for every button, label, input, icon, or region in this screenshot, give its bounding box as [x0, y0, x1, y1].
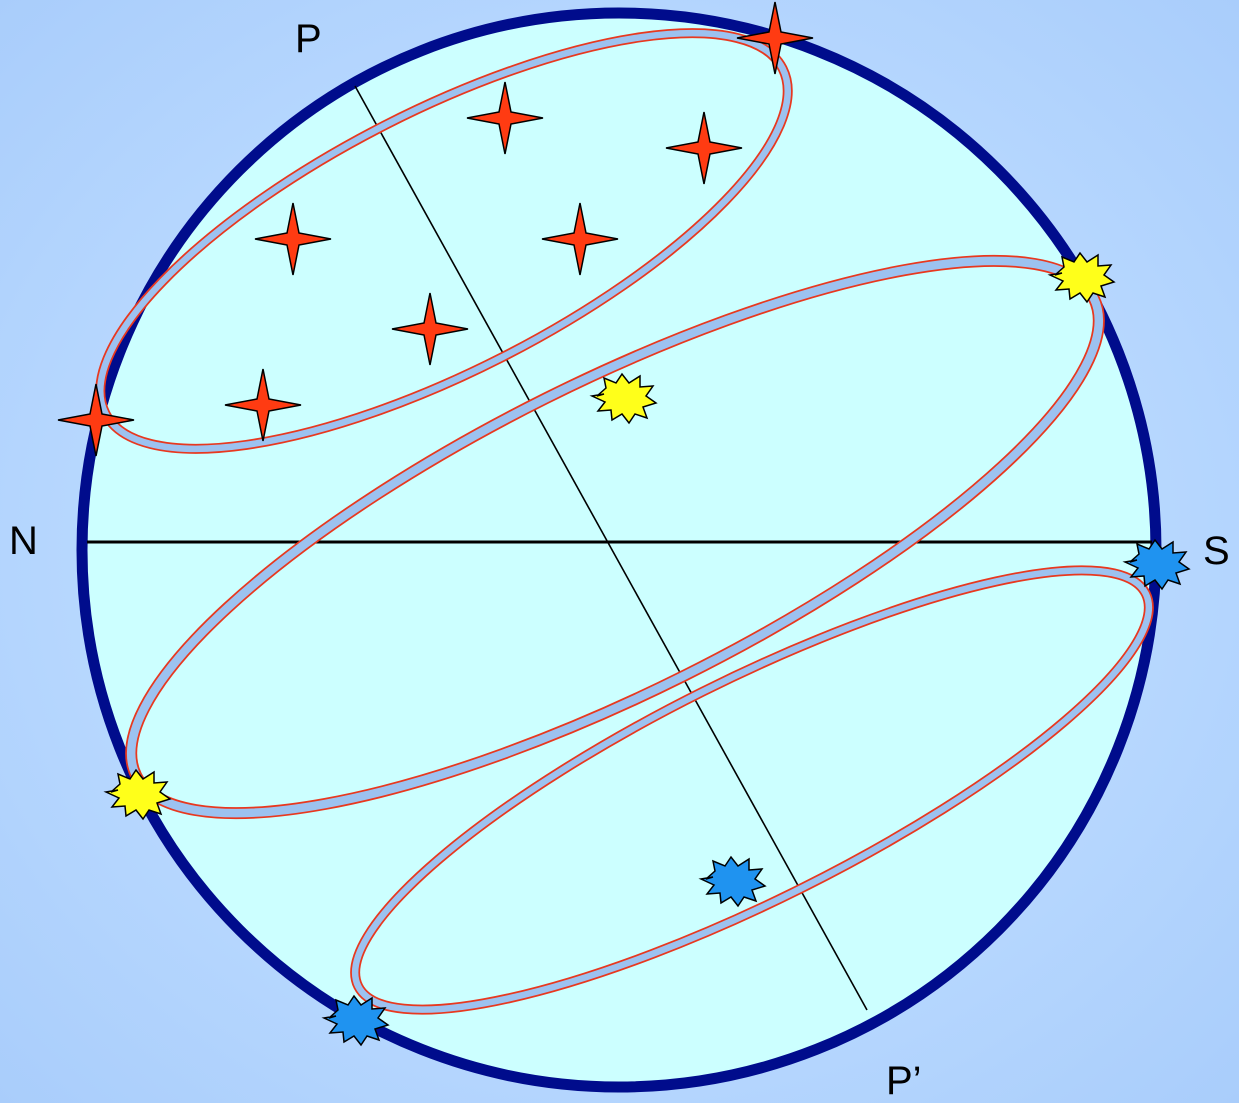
label-north: N — [9, 519, 38, 563]
orbit-circumpolar — [95, 28, 793, 454]
label-pole-north: P — [295, 17, 322, 61]
polar-axis — [354, 85, 868, 1011]
label-pole-south: P’ — [886, 1059, 922, 1103]
orbit-southern — [350, 565, 1154, 1015]
label-south: S — [1203, 529, 1230, 573]
celestial-sphere — [76, 7, 1162, 1093]
